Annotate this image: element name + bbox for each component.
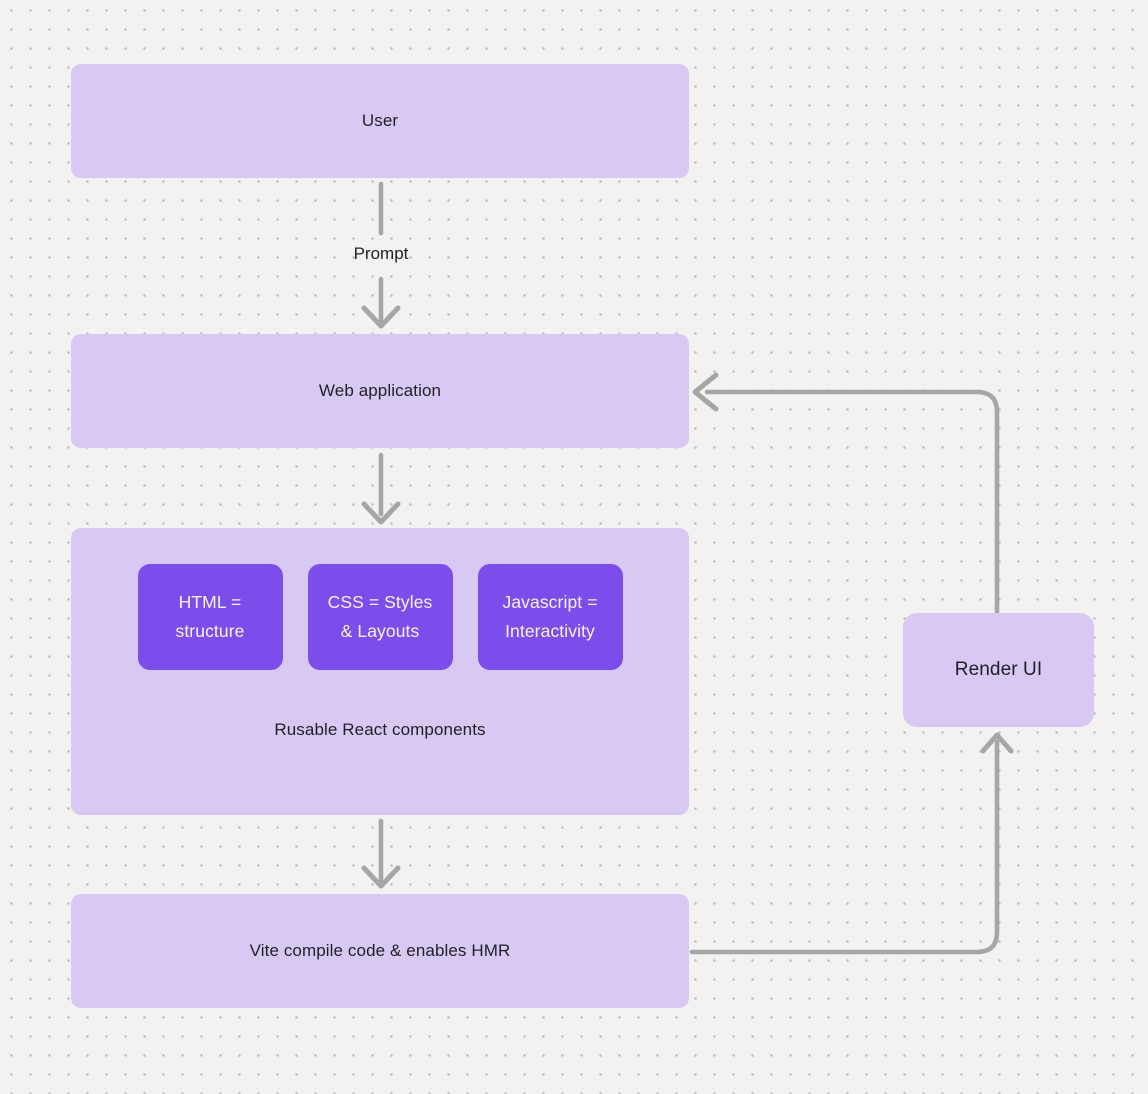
arrow-renderui-to-webapp-head [692,372,719,412]
node-vite[interactable]: Vite compile code & enables HMR [71,894,689,1008]
components-caption: Rusable React components [274,720,486,739]
chip-html[interactable]: HTML = structure [137,564,283,670]
chip-css[interactable]: CSS = Styles & Layouts [307,564,453,670]
node-render-ui[interactable]: Render UI [903,613,1094,727]
node-render-ui-label: Render UI [954,659,1043,680]
chip-javascript[interactable]: Javascript = Interactivity [477,564,623,670]
node-vite-label: Vite compile code & enables HMR [249,941,511,960]
arrow-prompt-to-webapp-head [361,305,401,329]
arrow-components-to-vite-head [361,865,401,889]
chip-javascript-label: Javascript = Interactivity [502,592,598,641]
node-user-label: User [361,111,399,130]
arrow-webapp-to-components-head [361,501,401,525]
edge-label-prompt: Prompt [353,244,409,263]
node-web-application[interactable]: Web application [71,334,689,448]
node-web-application-label: Web application [318,381,442,400]
arrow-renderui-to-webapp-line [704,389,1000,615]
chip-css-label: CSS = Styles & Layouts [327,592,433,641]
arrow-vite-to-renderui-line [689,739,1000,955]
node-react-components-group[interactable]: HTML = structure CSS = Styles & Layouts … [71,528,689,815]
node-user[interactable]: User [71,64,689,178]
arrow-vite-to-renderui-head [980,732,1014,754]
chip-html-label: HTML = structure [175,592,245,641]
components-chip-row: HTML = structure CSS = Styles & Layouts … [71,564,689,670]
